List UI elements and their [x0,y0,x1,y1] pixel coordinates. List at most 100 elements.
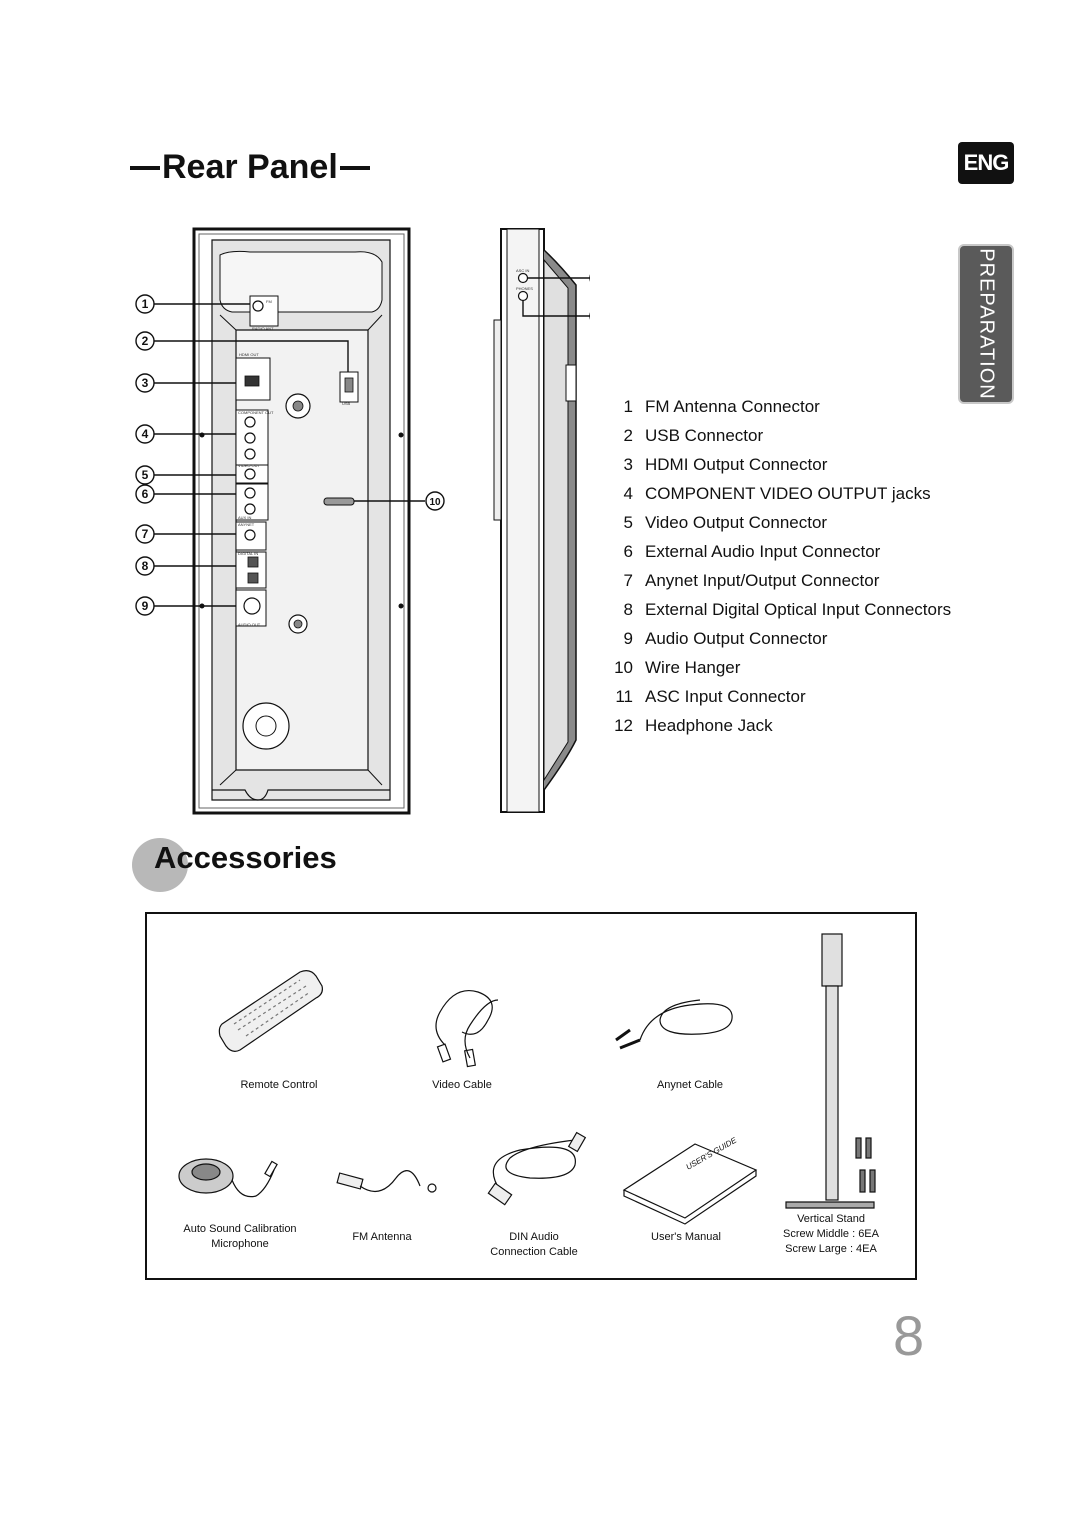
part-label: External Digital Optical Input Connector… [645,599,952,619]
caption-fm-antenna: FM Antenna [352,1231,412,1243]
label-digital-in: DIGITAL IN [238,551,258,556]
part-label: Wire Hanger [645,657,741,677]
caption-line: Auto Sound Calibration [183,1223,297,1235]
caption-vertical-stand: Vertical Stand Screw Middle : 6EA Screw … [766,1212,896,1257]
svg-text:1: 1 [142,297,149,311]
parts-list-item: 1 FM Antenna Connector [612,392,951,421]
part-label: Audio Output Connector [645,628,828,648]
parts-list-item: 7 Anynet Input/Output Connector [612,566,951,595]
part-number: 8 [623,599,633,619]
users-manual-icon [622,1143,758,1225]
callout-6: 6 [135,484,155,504]
label-hdmi-out: HDMI OUT [239,352,259,357]
language-tab: ENG [958,142,1014,184]
caption-line: Screw Middle : 6EA [783,1228,879,1240]
video-cable-icon [435,990,499,1068]
part-number: 3 [623,454,633,474]
caption-line: Microphone [211,1238,269,1250]
callout-8: 8 [135,556,155,576]
part-label: External Audio Input Connector [645,541,881,561]
part-label: Headphone Jack [645,715,773,735]
caption-line: DIN Audio [509,1231,559,1243]
page-title-text: Rear Panel [162,148,338,186]
label-fm: FM [266,299,272,304]
part-number: 11 [615,686,633,706]
part-label: FM Antenna Connector [645,396,820,416]
page-number: 8 [893,1304,925,1367]
part-label: HDMI Output Connector [645,454,828,474]
caption-line: Connection Cable [490,1246,578,1258]
label-audio-out: AUDIO OUT [238,622,261,627]
caption-anynet-cable: Anynet Cable [656,1079,724,1091]
remote-control-icon [218,970,323,1052]
section-tab: PREPARATION [958,244,1014,404]
caption-line: Vertical Stand [797,1213,865,1225]
label-video-out: VIDEO OUT [238,463,261,468]
svg-text:2: 2 [142,334,149,348]
parts-list: 1 FM Antenna Connector 2 USB Connector 3 HD… [612,392,951,740]
part-label: Video Output Connector [645,512,828,532]
caption-asc-microphone: Auto Sound Calibration Microphone [160,1222,320,1252]
callout-9: 9 [135,596,155,616]
parts-list-item: 11 ASC Input Connector [612,682,951,711]
fm-antenna-icon [336,1170,437,1193]
svg-text:8: 8 [142,559,149,573]
caption-din-cable: DIN Audio Connection Cable [474,1230,594,1260]
accessories-heading-circle [132,838,188,892]
label-radio-ant: RADIO ANT [252,326,274,331]
part-label: Anynet Input/Output Connector [645,570,880,590]
label-aux-in: AUX IN [238,515,251,520]
accessories-box [145,912,917,1280]
label-component-out: COMPONENT OUT [238,410,274,415]
parts-list-item: 12 Headphone Jack [612,711,951,740]
caption-video-cable: Video Cable [432,1079,492,1091]
part-number: 4 [623,483,633,503]
din-cable-icon [487,1131,587,1206]
label-usb: USB [342,401,351,406]
svg-text:6: 6 [142,487,149,501]
accessories-illustrations: USER'S GUIDE [178,933,876,1225]
part-number: 6 [623,541,633,561]
callout-1: 1 [135,294,155,314]
asc-microphone-icon [178,1158,278,1198]
callout-7: 7 [135,524,155,544]
parts-list-item: 2 USB Connector [612,421,951,450]
vertical-stand-icon [785,933,876,1209]
rear-panel-illustration: RADIO ANT FM HDMI OUT USB COMPONENT OUT … [135,227,590,815]
parts-list-item: 4 COMPONENT VIDEO OUTPUT jacks [612,479,951,508]
label-phones: PHONES [516,286,533,291]
part-label: ASC Input Connector [645,686,806,706]
part-number: 10 [614,657,633,677]
title-dash-left [130,165,160,170]
svg-text:9: 9 [142,599,149,613]
parts-list-item: 5 Video Output Connector [612,508,951,537]
svg-text:4: 4 [142,427,149,441]
title-dash-right [339,165,370,170]
parts-list-item: 6 External Audio Input Connector [612,537,951,566]
label-anynet: ANYNET [238,522,255,527]
parts-list-item: 3 HDMI Output Connector [612,450,951,479]
caption-users-manual: User's Manual [651,1231,721,1243]
svg-text:7: 7 [142,527,149,541]
page-title: Rear Panel [128,148,372,187]
part-number: 9 [623,628,633,648]
parts-list-item: 9 Audio Output Connector [612,624,951,653]
part-number: 1 [623,396,633,416]
part-number: 2 [623,425,633,445]
part-number: 12 [614,715,633,735]
callout-3: 3 [135,373,155,393]
svg-text:5: 5 [142,468,149,482]
accessories-title: Accessories [154,840,337,875]
callout-4: 4 [135,424,155,444]
caption-remote-control: Remote Control [240,1079,318,1091]
anynet-cable-icon [615,999,733,1050]
section-tab-label: PREPARATION [975,248,998,400]
callout-2: 2 [135,331,155,351]
part-label: COMPONENT VIDEO OUTPUT jacks [645,483,931,503]
parts-list-item: 10 Wire Hanger [612,653,951,682]
callout-5: 5 [135,465,155,485]
svg-text:10: 10 [429,497,441,508]
part-number: 7 [623,570,633,590]
part-label: USB Connector [645,425,764,445]
part-number: 5 [623,512,633,532]
